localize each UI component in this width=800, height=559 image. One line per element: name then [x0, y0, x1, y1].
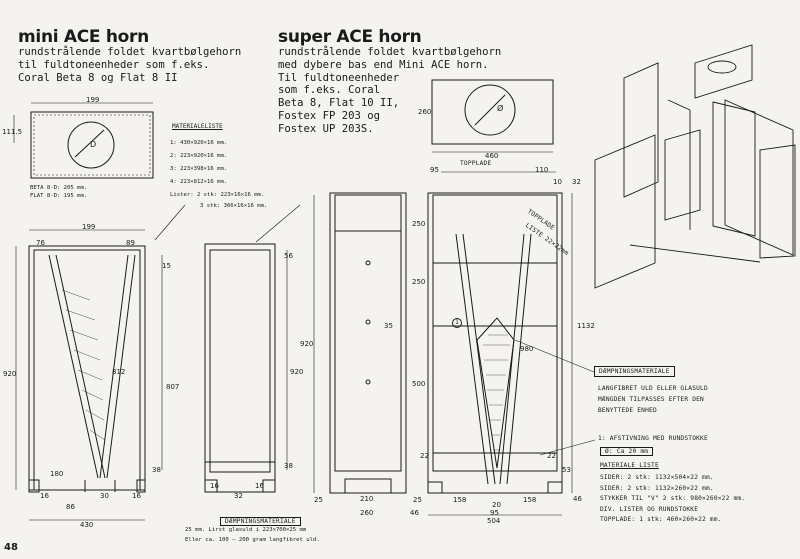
dim-super-95b: 95 [490, 509, 499, 517]
dim-mini-16c: 16 [210, 482, 219, 490]
dim-mini-812: 812 [112, 368, 126, 376]
dim-mini-16d: 16 [255, 482, 264, 490]
dim-mini-86: 86 [66, 503, 75, 511]
dim-super-35: 35 [384, 322, 393, 330]
dim-super-210: 210 [360, 495, 374, 503]
dim-super-10: 10 [553, 178, 562, 186]
dim-mini-diameter: D [90, 140, 97, 149]
mini-lister-extra: 3 stk: 366×16×16 mm. [200, 203, 268, 209]
dim-mini-38: 38 [152, 466, 161, 474]
dim-mini-top-width: 199 [86, 96, 100, 104]
super-daempning-title: DÆMPNINGSMATERIALE [594, 366, 675, 377]
dim-super-25a: 25 [314, 496, 323, 504]
dim-super-53: 53 [562, 466, 571, 474]
mini-material-list-title: MATERIALELISTE [172, 123, 223, 130]
super-daempning-text: LANGFIBRET ULD ELLER GLASULD MÆNGDEN TIL… [598, 385, 708, 414]
mini-material-list: 1: 430×920×16 mm. 2: 223×920×16 mm. 3: 2… [170, 140, 265, 198]
super-topplade-label: TOPPLADE [460, 160, 492, 167]
dim-mini-30: 30 [100, 492, 109, 500]
dim-mini-89: 89 [126, 239, 135, 247]
super-description: rundstrålende foldet kvartbølgehorn med … [278, 46, 502, 135]
dim-mini-side-38: 38 [284, 462, 293, 470]
dim-super-46: 46 [410, 509, 419, 517]
dim-mini-920: 920 [3, 370, 17, 378]
dim-mini-807: 807 [166, 383, 180, 391]
dim-mini-199: 199 [82, 223, 96, 231]
super-material-title: MATERIALE LISTE [600, 462, 659, 469]
dim-super-500: 500 [412, 380, 426, 388]
super-afstivning: 1: AFSTIVNING MED RUNDSTOKKE [598, 435, 708, 442]
super-marker-1: 1 [452, 318, 462, 328]
dim-super-25b: 25 [413, 496, 422, 504]
mini-side-view [204, 243, 288, 493]
mini-damping-hatch [61, 289, 106, 441]
mini-glass-note: 25 mm. Lirst glasuld i 223×700×25 mm [185, 527, 307, 533]
mini-eller-note: Eller ca. 100 – 200 gram langfibret uld. [185, 537, 320, 543]
super-top-view [431, 79, 554, 153]
dim-super-22a: 22 [420, 452, 429, 460]
dim-super-phi: Ø [497, 104, 504, 113]
dim-mini-32: 32 [234, 492, 243, 500]
super-side-view [313, 192, 407, 494]
dim-super-158a: 158 [453, 496, 467, 504]
dim-super-20: 20 [492, 501, 501, 509]
dim-super-22b: 22 [547, 452, 556, 460]
mini-top-view [13, 102, 154, 179]
dim-super-980: 980 [520, 345, 534, 353]
super-title: super ACE horn [278, 27, 422, 47]
dim-super-95: 95 [430, 166, 439, 174]
mini-daempning-label: DÆMPNINGSMATERIALE [220, 517, 301, 526]
dim-mini-top-height: 111.5 [2, 128, 23, 136]
super-material-list: SIDER: 2 stk: 1132×504×22 mm. SIDER: 2 s… [600, 474, 746, 523]
dim-super-250b: 250 [412, 278, 426, 286]
dim-super-504: 504 [487, 517, 501, 525]
dim-mini-16a: 16 [40, 492, 49, 500]
dim-super-920: 920 [300, 340, 314, 348]
dim-super-158b: 158 [523, 496, 537, 504]
dim-super-250a: 250 [412, 220, 426, 228]
page-number: 48 [4, 542, 18, 553]
dim-mini-56: 56 [284, 252, 293, 260]
dim-super-top-460: 460 [485, 152, 499, 160]
super-rundstok: Ø: Ca 20 mm [600, 447, 654, 456]
dim-super-46r: 46 [573, 495, 582, 503]
mini-front-view [15, 229, 163, 521]
dim-super-top-260: 260 [418, 108, 432, 116]
dim-mini-16b: 16 [132, 492, 141, 500]
super-damping-hatch [483, 334, 510, 451]
dim-super-1132: 1132 [577, 322, 595, 330]
dim-mini-side-920: 920 [290, 368, 304, 376]
dim-super-32: 32 [572, 178, 581, 186]
dim-mini-15: 15 [162, 262, 171, 270]
mini-driver-notes: BETA 8-D: 205 mm. FLAT 8-D: 195 mm. [30, 185, 88, 199]
dim-mini-430: 430 [80, 521, 94, 529]
dim-super-260: 260 [360, 509, 374, 517]
dim-mini-76: 76 [36, 239, 45, 247]
mini-title: mini ACE horn [18, 27, 149, 47]
super-front-view [427, 171, 573, 516]
mini-description: rundstrålende foldet kvartbølgehorn til … [18, 46, 242, 84]
dim-super-110: 110 [535, 166, 549, 174]
exploded-isometric-view [594, 44, 796, 289]
dim-mini-180: 180 [50, 470, 64, 478]
